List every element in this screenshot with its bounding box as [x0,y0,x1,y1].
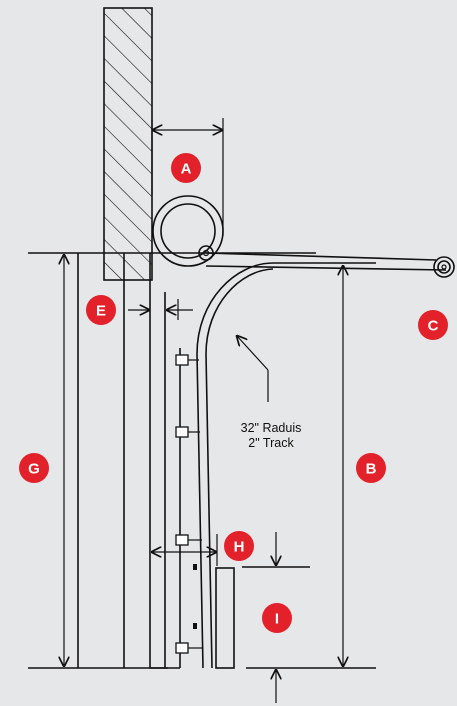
badge-a: A [171,153,201,183]
badge-c: C [418,310,448,340]
left-jamb [77,253,125,668]
badge-e: E [86,295,116,325]
badge-i-label: I [275,611,279,628]
badge-c-label: C [428,318,439,335]
hinge [175,534,202,546]
dimension-e [128,299,193,320]
badge-g: G [19,453,49,483]
hinge [175,642,203,654]
track-bolt [193,623,197,629]
badge-e-label: E [96,303,106,320]
dimension-i [242,532,310,703]
badge-g-label: G [28,461,40,478]
badge-h-label: H [234,539,245,556]
door-hinges [175,354,203,654]
note-track: 2" Track [248,436,294,450]
dimension-a [151,118,224,236]
horizontal-track [198,245,455,278]
badge-i: I [262,603,292,633]
radius-note: 32" Raduis 2" Track [241,421,302,450]
badge-b-label: B [366,461,377,478]
hinge [175,354,199,366]
side-room-post [215,567,235,669]
badge-b: B [356,453,386,483]
badge-h: H [224,531,254,561]
track-bolt [193,564,197,570]
hinge [175,426,200,438]
radius-pointer-arrowhead [237,336,269,371]
dimension-h [152,534,218,566]
wall-header [103,7,153,281]
note-radius: 32" Raduis [241,421,302,435]
radius-track [196,262,274,669]
badge-a-label: A [181,161,192,178]
door-panel [150,292,181,669]
